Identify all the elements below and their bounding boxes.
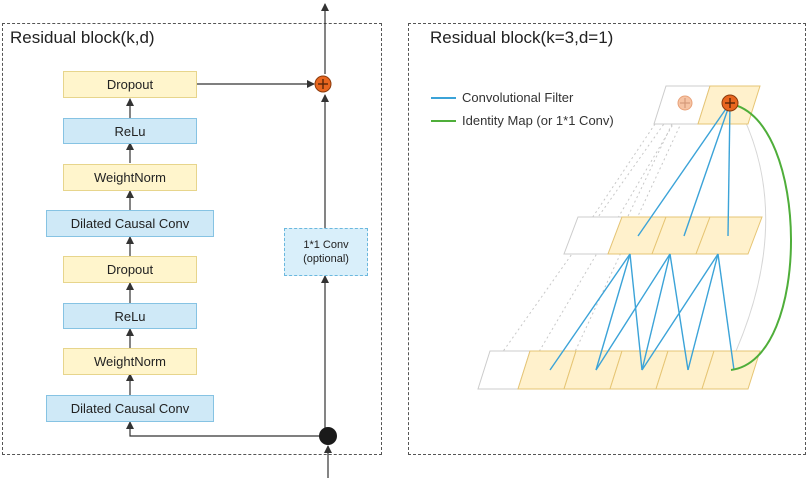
- add-node-faded: [677, 95, 693, 111]
- block-dropout-bottom: Dropout: [63, 256, 197, 283]
- block-weightnorm-bottom: WeightNorm: [63, 348, 197, 375]
- block-dropout-top: Dropout: [63, 71, 197, 98]
- conv-1x1-label: 1*1 Conv: [303, 239, 349, 251]
- legend-conv-filter-label: Convolutional Filter: [462, 90, 574, 105]
- block-weightnorm-top: WeightNorm: [63, 164, 197, 191]
- conv-1x1-optional-box: 1*1 Conv (optional): [284, 228, 368, 276]
- identity-map-curve: [730, 103, 792, 371]
- input-node: [319, 427, 337, 445]
- block-relu-top: ReLu: [63, 118, 197, 144]
- block-relu-bottom: ReLu: [63, 303, 197, 329]
- block-dilated-conv-bottom: Dilated Causal Conv: [46, 395, 214, 422]
- add-node-right: [721, 94, 739, 112]
- add-node-left: [314, 75, 332, 93]
- block-dilated-conv-top: Dilated Causal Conv: [46, 210, 214, 237]
- left-panel-title: Residual block(k,d): [10, 28, 155, 47]
- conv-optional-label: (optional): [303, 253, 349, 265]
- legend-identity-map-label: Identity Map (or 1*1 Conv): [462, 113, 614, 128]
- right-panel-title: Residual block(k=3,d=1): [430, 28, 614, 47]
